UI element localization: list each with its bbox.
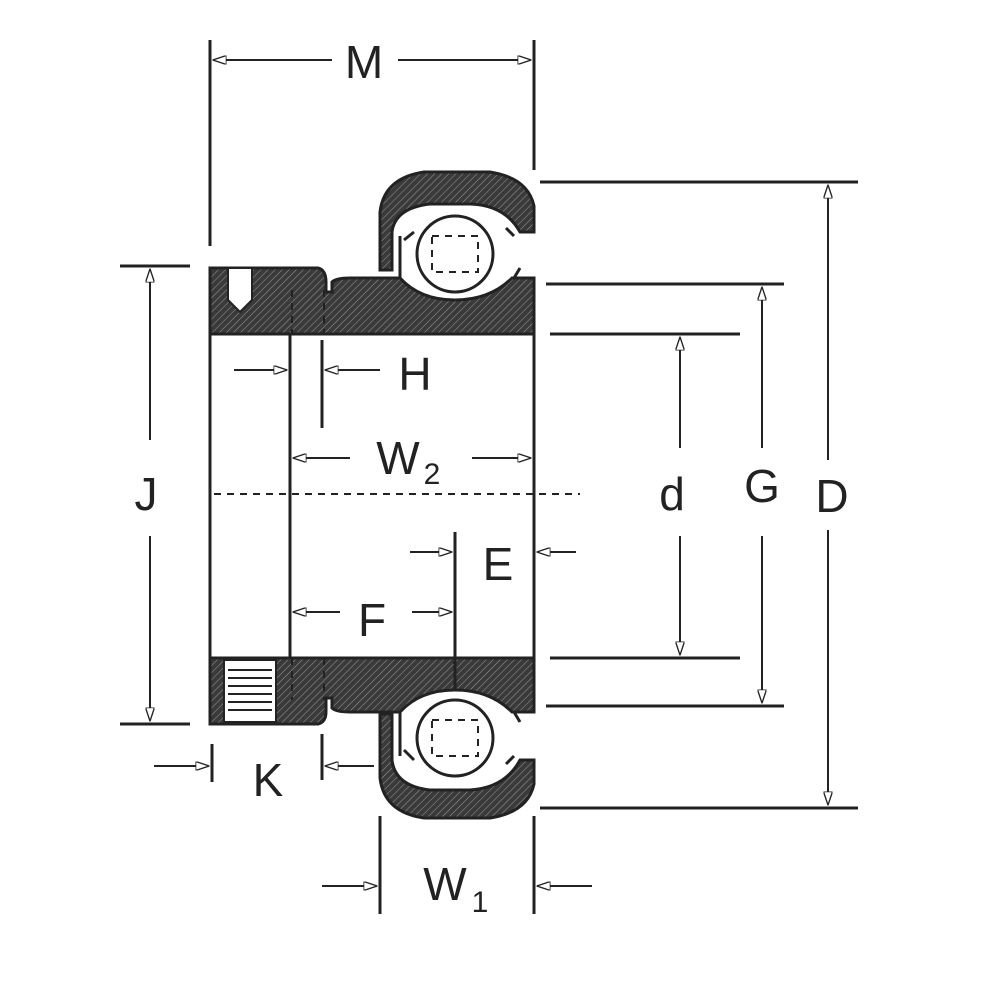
set-screw-bottom xyxy=(223,659,277,723)
set-screw-hole-top xyxy=(227,267,253,314)
seal-bottom xyxy=(398,711,522,766)
seal-top xyxy=(398,226,522,279)
label-h: H xyxy=(398,348,431,400)
label-j: J xyxy=(135,468,158,520)
label-d-bore: d xyxy=(659,468,685,520)
outer-ring-top xyxy=(378,170,536,272)
label-w1-subscript: 1 xyxy=(472,886,489,919)
label-m: M xyxy=(345,36,383,88)
ball-bottom xyxy=(415,698,495,778)
outer-ring-bottom xyxy=(378,712,536,820)
label-w2: W xyxy=(376,432,420,484)
label-k: K xyxy=(253,754,284,806)
label-g: G xyxy=(744,460,780,512)
bearing-section xyxy=(208,170,536,820)
label-e: E xyxy=(483,538,514,590)
ball-top-hidden xyxy=(431,235,479,273)
extension-lines xyxy=(120,40,858,914)
label-d-outer: D xyxy=(815,470,848,522)
label-f: F xyxy=(358,594,386,646)
ball-top xyxy=(415,214,495,294)
dimension-arrows xyxy=(150,60,828,886)
label-w1: W xyxy=(423,858,467,910)
ball-bottom-hidden xyxy=(431,719,479,757)
label-w2-subscript: 2 xyxy=(424,458,441,491)
